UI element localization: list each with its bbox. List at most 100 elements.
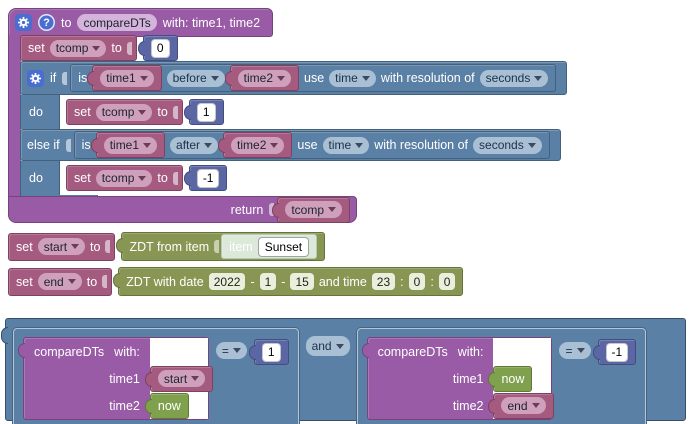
set-variable-block[interactable]: set end to: [8, 267, 113, 296]
set-variable-block[interactable]: set tcomp to: [20, 35, 137, 61]
resolution-dropdown[interactable]: seconds: [473, 136, 542, 154]
call-compareDTs-block[interactable]: compareDTs with: time1 now time2: [361, 337, 554, 420]
variable-name: tcomp: [55, 41, 89, 55]
dropdown-arrow-icon: [139, 75, 148, 81]
variable-block-time1[interactable]: time1: [87, 65, 162, 91]
operator-dropdown[interactable]: before: [166, 69, 225, 87]
now-block[interactable]: now: [144, 392, 189, 419]
call-with-label: with:: [457, 344, 484, 359]
call-with-label: with:: [114, 344, 140, 359]
minute-field[interactable]: 0: [408, 273, 426, 290]
operator-value: =: [565, 343, 573, 358]
variable-dropdown[interactable]: end: [501, 397, 546, 414]
variable-dropdown[interactable]: end: [37, 273, 82, 290]
do-label: do: [29, 105, 43, 119]
if-else-block[interactable]: if is time1 before time2: [20, 61, 568, 204]
set-variable-block[interactable]: set tcomp to: [66, 165, 183, 191]
value-notch: [214, 240, 220, 253]
number-field[interactable]: -1: [196, 168, 220, 188]
resolution-dropdown[interactable]: seconds: [479, 69, 549, 87]
and-operator-dropdown[interactable]: and: [305, 336, 350, 356]
item-block[interactable]: item Sunset: [221, 234, 318, 259]
datetime-compare-block[interactable]: is time1 before time2 u: [70, 64, 557, 92]
second-field[interactable]: 0: [438, 273, 456, 290]
item-name-field[interactable]: Sunset: [257, 236, 310, 257]
number-block[interactable]: 1: [183, 99, 224, 125]
datetime-compare-block[interactable]: is time1 after time2 us: [73, 131, 550, 159]
variable-dropdown[interactable]: time2: [231, 136, 285, 154]
variable-name: time1: [106, 71, 136, 85]
do-row-2: do set tcomp to -1: [20, 161, 228, 195]
set-variable-block[interactable]: set tcomp to: [66, 99, 183, 125]
dropdown-arrow-icon: [527, 142, 536, 148]
variable-dropdown[interactable]: time1: [103, 136, 158, 154]
if-mutator-gear-icon[interactable]: [27, 69, 44, 87]
if-row: if is time1 before time2: [20, 61, 568, 95]
variable-dropdown[interactable]: tcomp: [95, 103, 153, 121]
call-arg2-slot[interactable]: end: [488, 392, 554, 419]
fn-to-label: to: [61, 15, 72, 30]
call-arg0-slot[interactable]: [493, 338, 552, 365]
function-definition-header[interactable]: ? to compareDTs with: time1, time2: [8, 8, 274, 37]
logic-and-block[interactable]: compareDTs with: time1 start t: [1, 318, 686, 424]
month-field[interactable]: 1: [259, 273, 277, 290]
year-field[interactable]: 2022: [208, 273, 246, 290]
return-label: return: [230, 202, 264, 217]
now-label: now: [157, 398, 181, 413]
variable-dropdown[interactable]: start: [157, 370, 206, 387]
variable-dropdown[interactable]: tcomp: [285, 201, 342, 218]
number-block[interactable]: 0: [137, 35, 178, 61]
zdt-with-date-block[interactable]: ZDT with date 2022 - 1 - 15 and time 23 …: [113, 267, 464, 296]
source-dropdown[interactable]: time: [329, 69, 376, 87]
if-label: if: [50, 71, 57, 85]
variable-name: end: [507, 398, 528, 413]
number-field[interactable]: 1: [261, 342, 281, 362]
operator-dropdown[interactable]: after: [170, 136, 219, 154]
variable-dropdown[interactable]: time1: [100, 69, 154, 87]
to-label: to: [86, 274, 98, 289]
comparison-block-left[interactable]: compareDTs with: time1 start t: [13, 328, 299, 424]
operator-value: =: [221, 343, 229, 358]
dropdown-arrow-icon: [277, 75, 285, 81]
hour-field[interactable]: 23: [371, 273, 396, 290]
compare-operator-dropdown[interactable]: =: [215, 342, 247, 359]
help-icon[interactable]: ?: [38, 14, 55, 31]
zdt-from-item-block[interactable]: ZDT from item item Sunset: [116, 232, 326, 261]
variable-block-time2[interactable]: time2: [224, 65, 299, 91]
variable-block-return[interactable]: tcomp: [272, 196, 350, 223]
arg-time1-label: time1: [452, 371, 484, 386]
call-arg1-slot[interactable]: start: [144, 365, 214, 392]
compare-operator-dropdown[interactable]: =: [559, 342, 591, 359]
number-block[interactable]: -1: [183, 165, 228, 191]
variable-block-end[interactable]: end: [488, 392, 554, 419]
variable-block-time2[interactable]: time2: [218, 132, 293, 158]
mutator-gear-icon[interactable]: [15, 14, 32, 31]
number-field[interactable]: 0: [150, 38, 170, 58]
do-row-1: do set tcomp to 1: [20, 95, 224, 129]
variable-name: time1: [109, 138, 140, 152]
variable-dropdown[interactable]: tcomp: [95, 169, 153, 187]
fn-name-field[interactable]: compareDTs: [77, 14, 157, 31]
number-block[interactable]: 1: [248, 339, 289, 365]
set-label: set: [16, 239, 33, 254]
number-field[interactable]: 1: [196, 102, 216, 122]
call-arg1-slot[interactable]: now: [488, 365, 552, 392]
comparison-block-right[interactable]: compareDTs with: time1 now time2: [356, 328, 647, 424]
day-field[interactable]: 15: [290, 273, 314, 290]
number-block[interactable]: -1: [592, 339, 637, 365]
call-arg2-slot[interactable]: now: [144, 392, 208, 419]
set-variable-block[interactable]: set start to: [8, 232, 116, 261]
call-compareDTs-block[interactable]: compareDTs with: time1 start t: [18, 337, 214, 420]
variable-dropdown[interactable]: time2: [237, 69, 291, 87]
now-block[interactable]: now: [488, 365, 533, 392]
dropdown-arrow-icon: [143, 142, 152, 148]
to-label: to: [111, 41, 122, 55]
variable-block-start[interactable]: start: [144, 365, 214, 392]
call-arg0-slot[interactable]: [149, 338, 208, 365]
variable-dropdown[interactable]: tcomp: [49, 39, 107, 57]
resolution-value: seconds: [479, 138, 524, 152]
variable-dropdown[interactable]: start: [37, 238, 86, 255]
number-field[interactable]: -1: [605, 342, 629, 362]
variable-block-time1[interactable]: time1: [90, 132, 166, 158]
source-dropdown[interactable]: time: [322, 136, 370, 154]
